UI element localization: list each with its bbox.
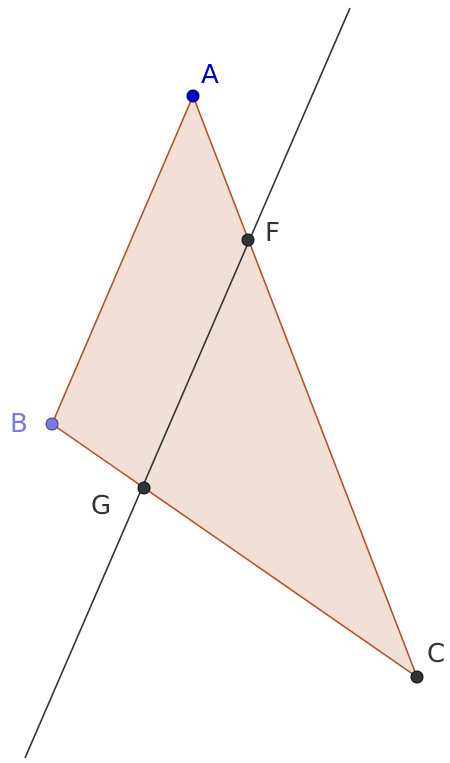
- point-g[interactable]: [137, 481, 151, 495]
- label-g: G: [91, 491, 111, 521]
- label-b: B: [10, 409, 28, 439]
- point-a[interactable]: [186, 89, 200, 103]
- label-a: A: [201, 60, 219, 90]
- point-f[interactable]: [241, 233, 255, 247]
- line-through-f-g[interactable]: [24, 7, 351, 759]
- triangle-abc[interactable]: [51, 93, 419, 680]
- point-b[interactable]: [45, 417, 59, 431]
- label-c: C: [427, 639, 445, 669]
- point-c[interactable]: [410, 670, 424, 684]
- label-f: F: [265, 218, 280, 248]
